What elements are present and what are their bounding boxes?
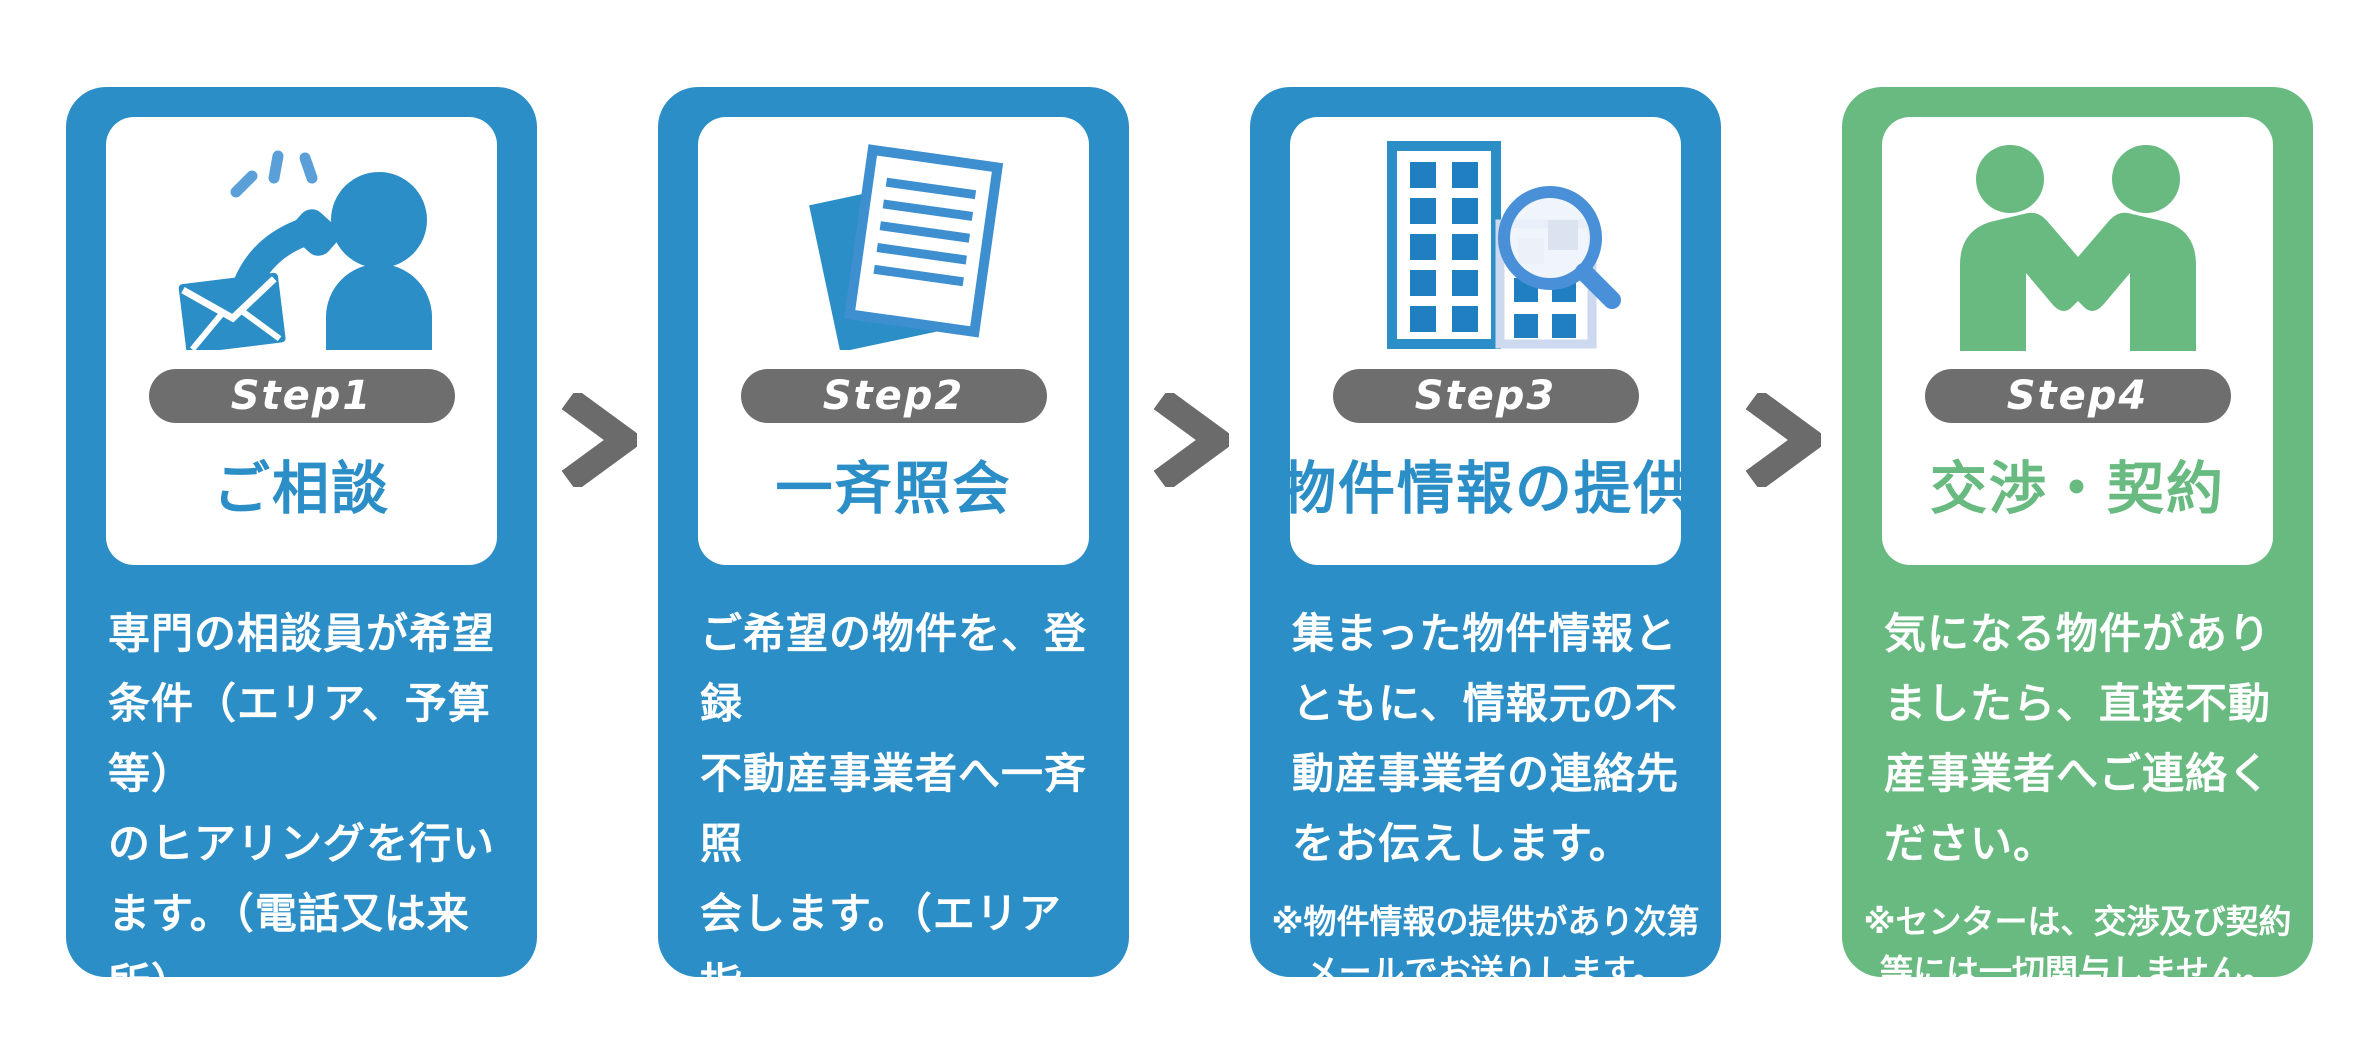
separator-1	[537, 87, 658, 487]
step-card-2: Step2 一斉照会 ご希望の物件を、登録 不動産事業者へ一斉照 会します。（エ…	[658, 87, 1129, 977]
step-card-3: Step3 物件情報の提供 集まった物件情報と ともに、情報元の不 動産事業者の…	[1250, 87, 1721, 977]
buildings-magnifier-icon	[1290, 117, 1681, 361]
step-2-description: ご希望の物件を、登録 不動産事業者へ一斉照 会します。（エリア指 定も可能です）	[700, 609, 1088, 977]
step-1-description: 専門の相談員が希望 条件（エリア、予算等） のヒアリングを行い ます。（電話又は…	[108, 609, 496, 977]
steps-flow: Step1 ご相談 専門の相談員が希望 条件（エリア、予算等） のヒアリングを行…	[66, 87, 2313, 977]
step-3-badge: Step3	[1332, 369, 1639, 423]
chevron-right-icon	[1153, 393, 1229, 487]
step-3-description: 集まった物件情報と ともに、情報元の不 動産事業者の連絡先 をお伝えします。	[1292, 609, 1680, 868]
documents-icon	[698, 117, 1089, 361]
separator-2	[1129, 87, 1250, 487]
chevron-right-icon	[1745, 393, 1821, 487]
step-3-note: ※物件情報の提供があり次第 メールでお送りします。	[1271, 902, 1700, 977]
step-card-1: Step1 ご相談 専門の相談員が希望 条件（エリア、予算等） のヒアリングを行…	[66, 87, 537, 977]
step-1-panel: Step1 ご相談	[106, 117, 497, 565]
handshake-icon	[1882, 117, 2273, 361]
chevron-right-icon	[561, 393, 637, 487]
step-2-title: 一斉照会	[775, 456, 1012, 522]
separator-3	[1721, 87, 1842, 487]
step-2-panel: Step2 一斉照会	[698, 117, 1089, 565]
step-2-badge: Step2	[740, 369, 1047, 423]
step-3-title: 物件情報の提供	[1279, 456, 1692, 522]
step-4-description: 気になる物件があり ましたら、直接不動 産事業者へご連絡く ださい。	[1884, 609, 2272, 868]
step-1-title: ご相談	[213, 456, 390, 522]
step-3-panel: Step3 物件情報の提供	[1279, 117, 1690, 565]
phone-mail-person-icon	[106, 117, 497, 361]
step-4-title: 交渉・契約	[1930, 456, 2225, 522]
step-card-4: Step4 交渉・契約 気になる物件があり ましたら、直接不動 産事業者へご連絡…	[1842, 87, 2313, 977]
step-1-badge: Step1	[148, 369, 455, 423]
step-4-panel: Step4 交渉・契約	[1882, 117, 2273, 565]
step-4-note: ※センターは、交渉及び契約 等には一切関与しません。	[1863, 902, 2292, 977]
step-4-badge: Step4	[1924, 369, 2231, 423]
